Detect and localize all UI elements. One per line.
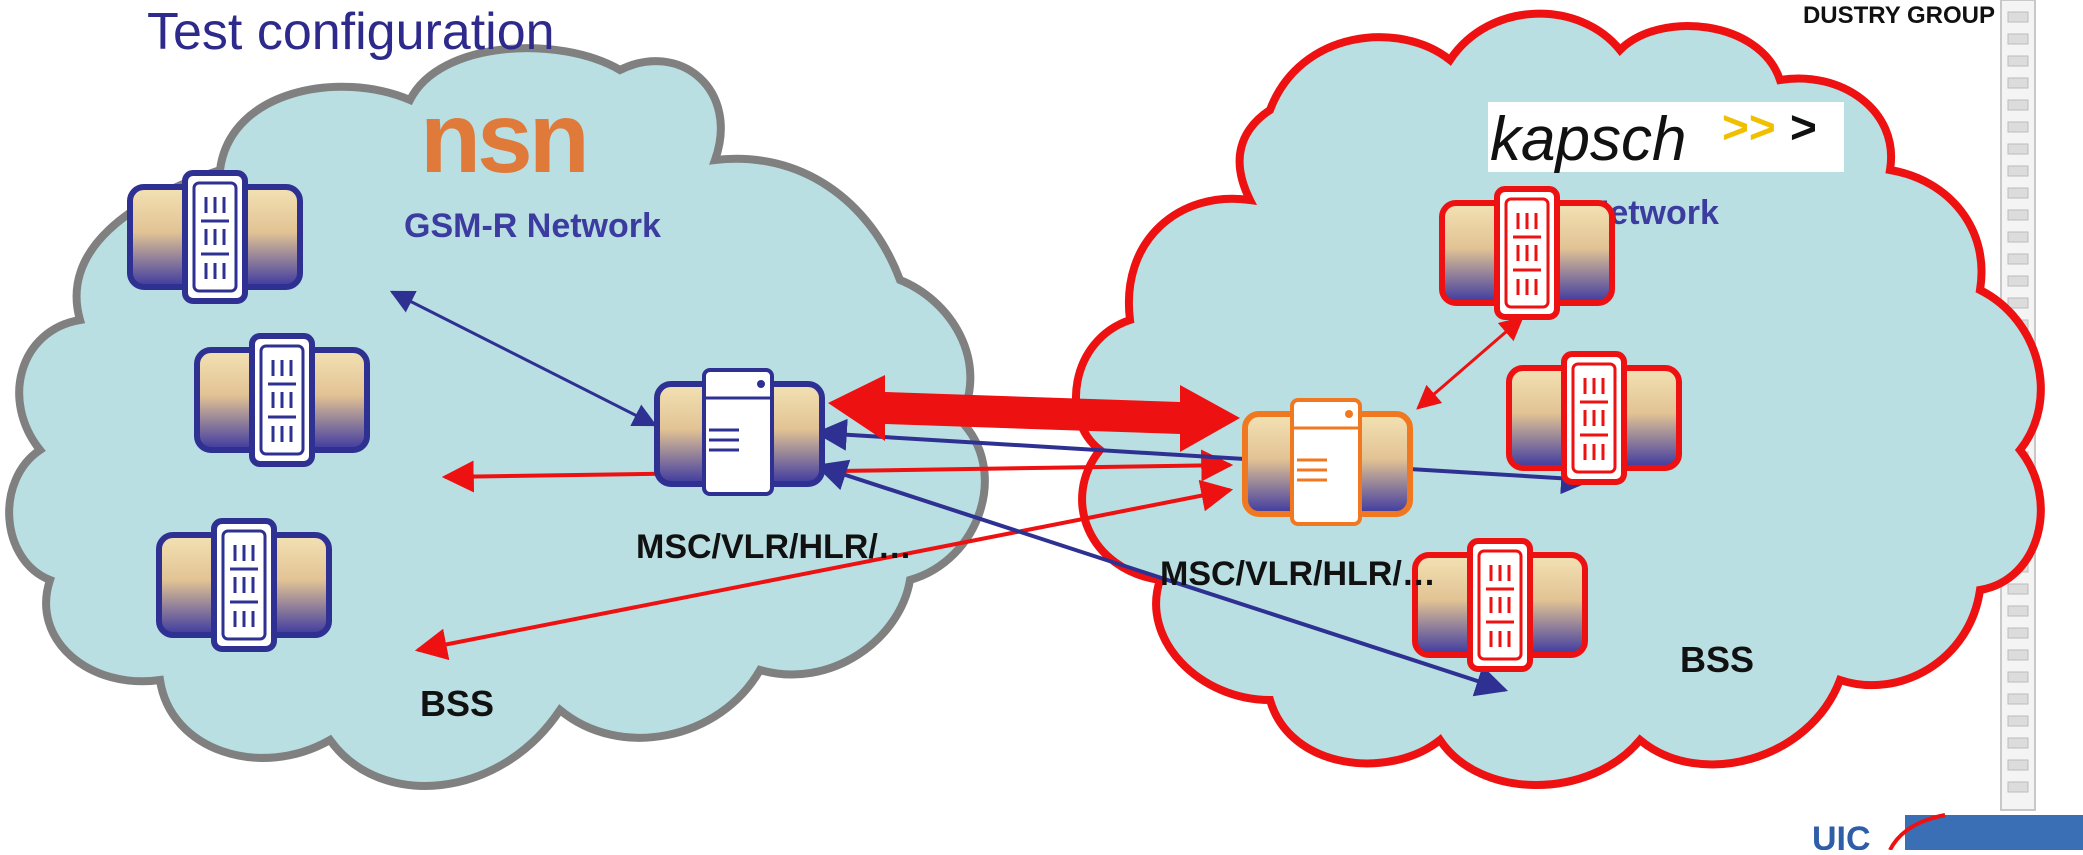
left-network-label: GSM-R Network [404, 207, 661, 245]
kapsch-logo-text: kapsch [1490, 105, 1686, 174]
left-bts-rack-2 [194, 333, 370, 467]
right-core-label: MSC/VLR/HLR/… [1160, 555, 1436, 593]
link-left-core-to-bts1 [389, 290, 658, 427]
right-core-msc-node [1242, 398, 1413, 526]
left-bts-rack-1 [127, 170, 303, 304]
bts-rack-icon [1506, 351, 1682, 485]
link-left-core-to-right-bss [814, 459, 1509, 697]
uic-logo-text: UIC [1812, 820, 1871, 850]
inter-msc-double-arrow [828, 375, 1240, 452]
right-bts-rack-1 [1439, 186, 1615, 320]
bts-rack-icon [156, 518, 332, 652]
nsn-logo-text: nsn [420, 82, 586, 194]
left-bss-rack [156, 518, 332, 652]
bts-rack-icon [1439, 186, 1615, 320]
core-server-icon [1242, 398, 1413, 526]
nsn-logo: nsn [420, 82, 590, 194]
slide-title: Test configuration [147, 3, 555, 61]
link-right-core-to-right-bts1 [1416, 316, 1524, 410]
right-bss-rack [1412, 538, 1588, 672]
svg-text:>: > [1790, 101, 1817, 153]
kapsch-logo: kapsch >> > [1488, 101, 1844, 174]
core-server-icon [654, 368, 825, 496]
bts-rack-icon [1412, 538, 1588, 672]
right-bss-label: BSS [1680, 639, 1754, 680]
bts-rack-icon [194, 333, 370, 467]
connections [389, 290, 1594, 697]
left-core-msc-node [654, 368, 825, 496]
left-core-label: MSC/VLR/HLR/… [636, 528, 912, 566]
uic-logo: UIC [1790, 813, 2083, 855]
left-bss-label: BSS [420, 683, 494, 724]
header-tag: DUSTRY GROUP [1802, 2, 1995, 29]
bts-rack-icon [127, 170, 303, 304]
right-bts-rack-2 [1506, 351, 1682, 485]
svg-text:>>: >> [1722, 101, 1776, 153]
